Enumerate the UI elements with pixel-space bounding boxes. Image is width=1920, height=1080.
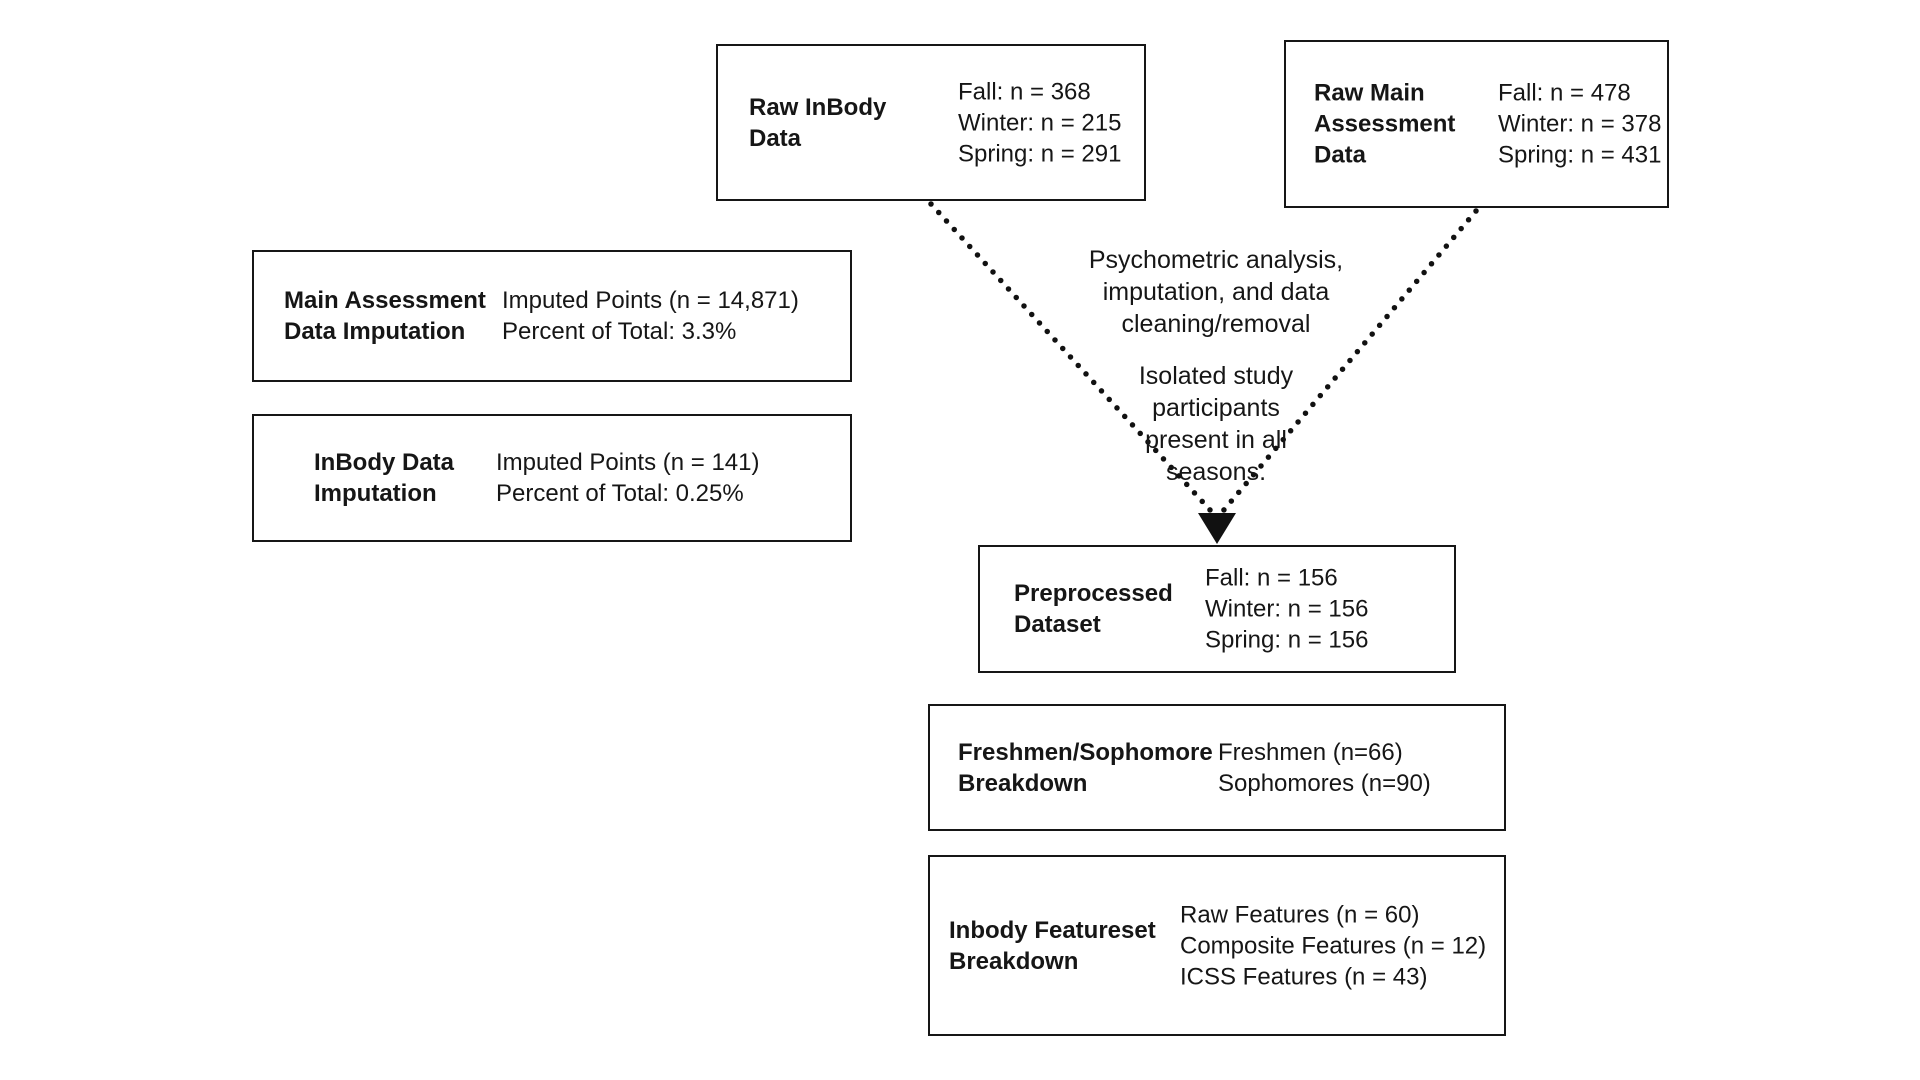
freshmen-sophomore-breakdown-values: Freshmen (n=66) Sophomores (n=90) bbox=[1218, 738, 1431, 797]
raw-inbody-data-title: Raw InBody Data bbox=[749, 93, 887, 152]
raw-inbody-data-box: Raw InBody Data Fall: n = 368 Winter: n … bbox=[716, 44, 1146, 201]
inbody-featureset-breakdown-title: Inbody Featureset Breakdown bbox=[949, 916, 1156, 975]
freshmen-sophomore-breakdown-box: Freshmen/Sophomore Breakdown Freshmen (n… bbox=[928, 704, 1506, 831]
preprocessed-dataset-title: Preprocessed Dataset bbox=[1014, 580, 1173, 638]
main-assessment-data-imputation-title: Main Assessment Data Imputation bbox=[284, 287, 486, 345]
preprocessed-dataset-values: Fall: n = 156 Winter: n = 156 Spring: n … bbox=[1205, 564, 1369, 654]
process-note: Psychometric analysis, imputation, and d… bbox=[1088, 246, 1344, 338]
isolation-note: Isolated study participants present in a… bbox=[1138, 362, 1294, 486]
main-assessment-data-imputation-box: Main Assessment Data Imputation Imputed … bbox=[252, 250, 852, 382]
merge-arrowhead bbox=[1198, 513, 1236, 544]
preprocessed-dataset-box: Preprocessed Dataset Fall: n = 156 Winte… bbox=[978, 545, 1456, 673]
raw-inbody-data-values: Fall: n = 368 Winter: n = 215 Spring: n … bbox=[958, 78, 1122, 167]
freshmen-sophomore-breakdown-title: Freshmen/Sophomore Breakdown bbox=[958, 738, 1213, 797]
inbody-featureset-breakdown-box: Inbody Featureset Breakdown Raw Features… bbox=[928, 855, 1506, 1036]
inbody-data-imputation-box: InBody Data Imputation Imputed Points (n… bbox=[252, 414, 852, 542]
raw-main-assessment-data-box: Raw Main Assessment Data Fall: n = 478 W… bbox=[1284, 40, 1669, 208]
raw-main-assessment-data-title: Raw Main Assessment Data bbox=[1314, 79, 1456, 169]
inbody-data-imputation-title: InBody Data Imputation bbox=[314, 449, 455, 507]
inbody-featureset-breakdown-values: Raw Features (n = 60) Composite Features… bbox=[1180, 901, 1487, 990]
inbody-data-imputation-values: Imputed Points (n = 141) Percent of Tota… bbox=[496, 449, 760, 507]
main-assessment-data-imputation-values: Imputed Points (n = 14,871) Percent of T… bbox=[502, 287, 799, 345]
raw-main-assessment-data-values: Fall: n = 478 Winter: n = 378 Spring: n … bbox=[1498, 79, 1662, 169]
